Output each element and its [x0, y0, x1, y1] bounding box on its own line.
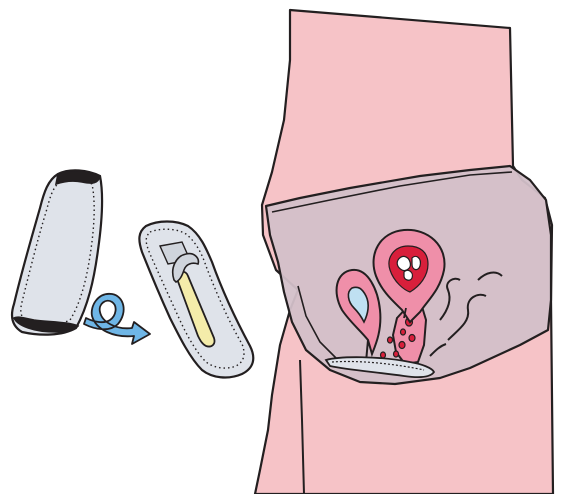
blood-drop	[409, 335, 415, 342]
folded-pad-shape	[12, 170, 102, 334]
blood-drop	[399, 342, 405, 349]
arrow-shape	[84, 294, 150, 344]
blood-drop	[401, 329, 406, 335]
blood-drop	[388, 337, 393, 343]
blood-drop	[394, 351, 399, 357]
open-sanitary-pad-icon	[139, 222, 253, 378]
folded-sanitary-pad-icon	[12, 170, 102, 334]
curly-unwrap-arrow-icon	[84, 294, 150, 344]
blood-drop	[381, 352, 386, 358]
